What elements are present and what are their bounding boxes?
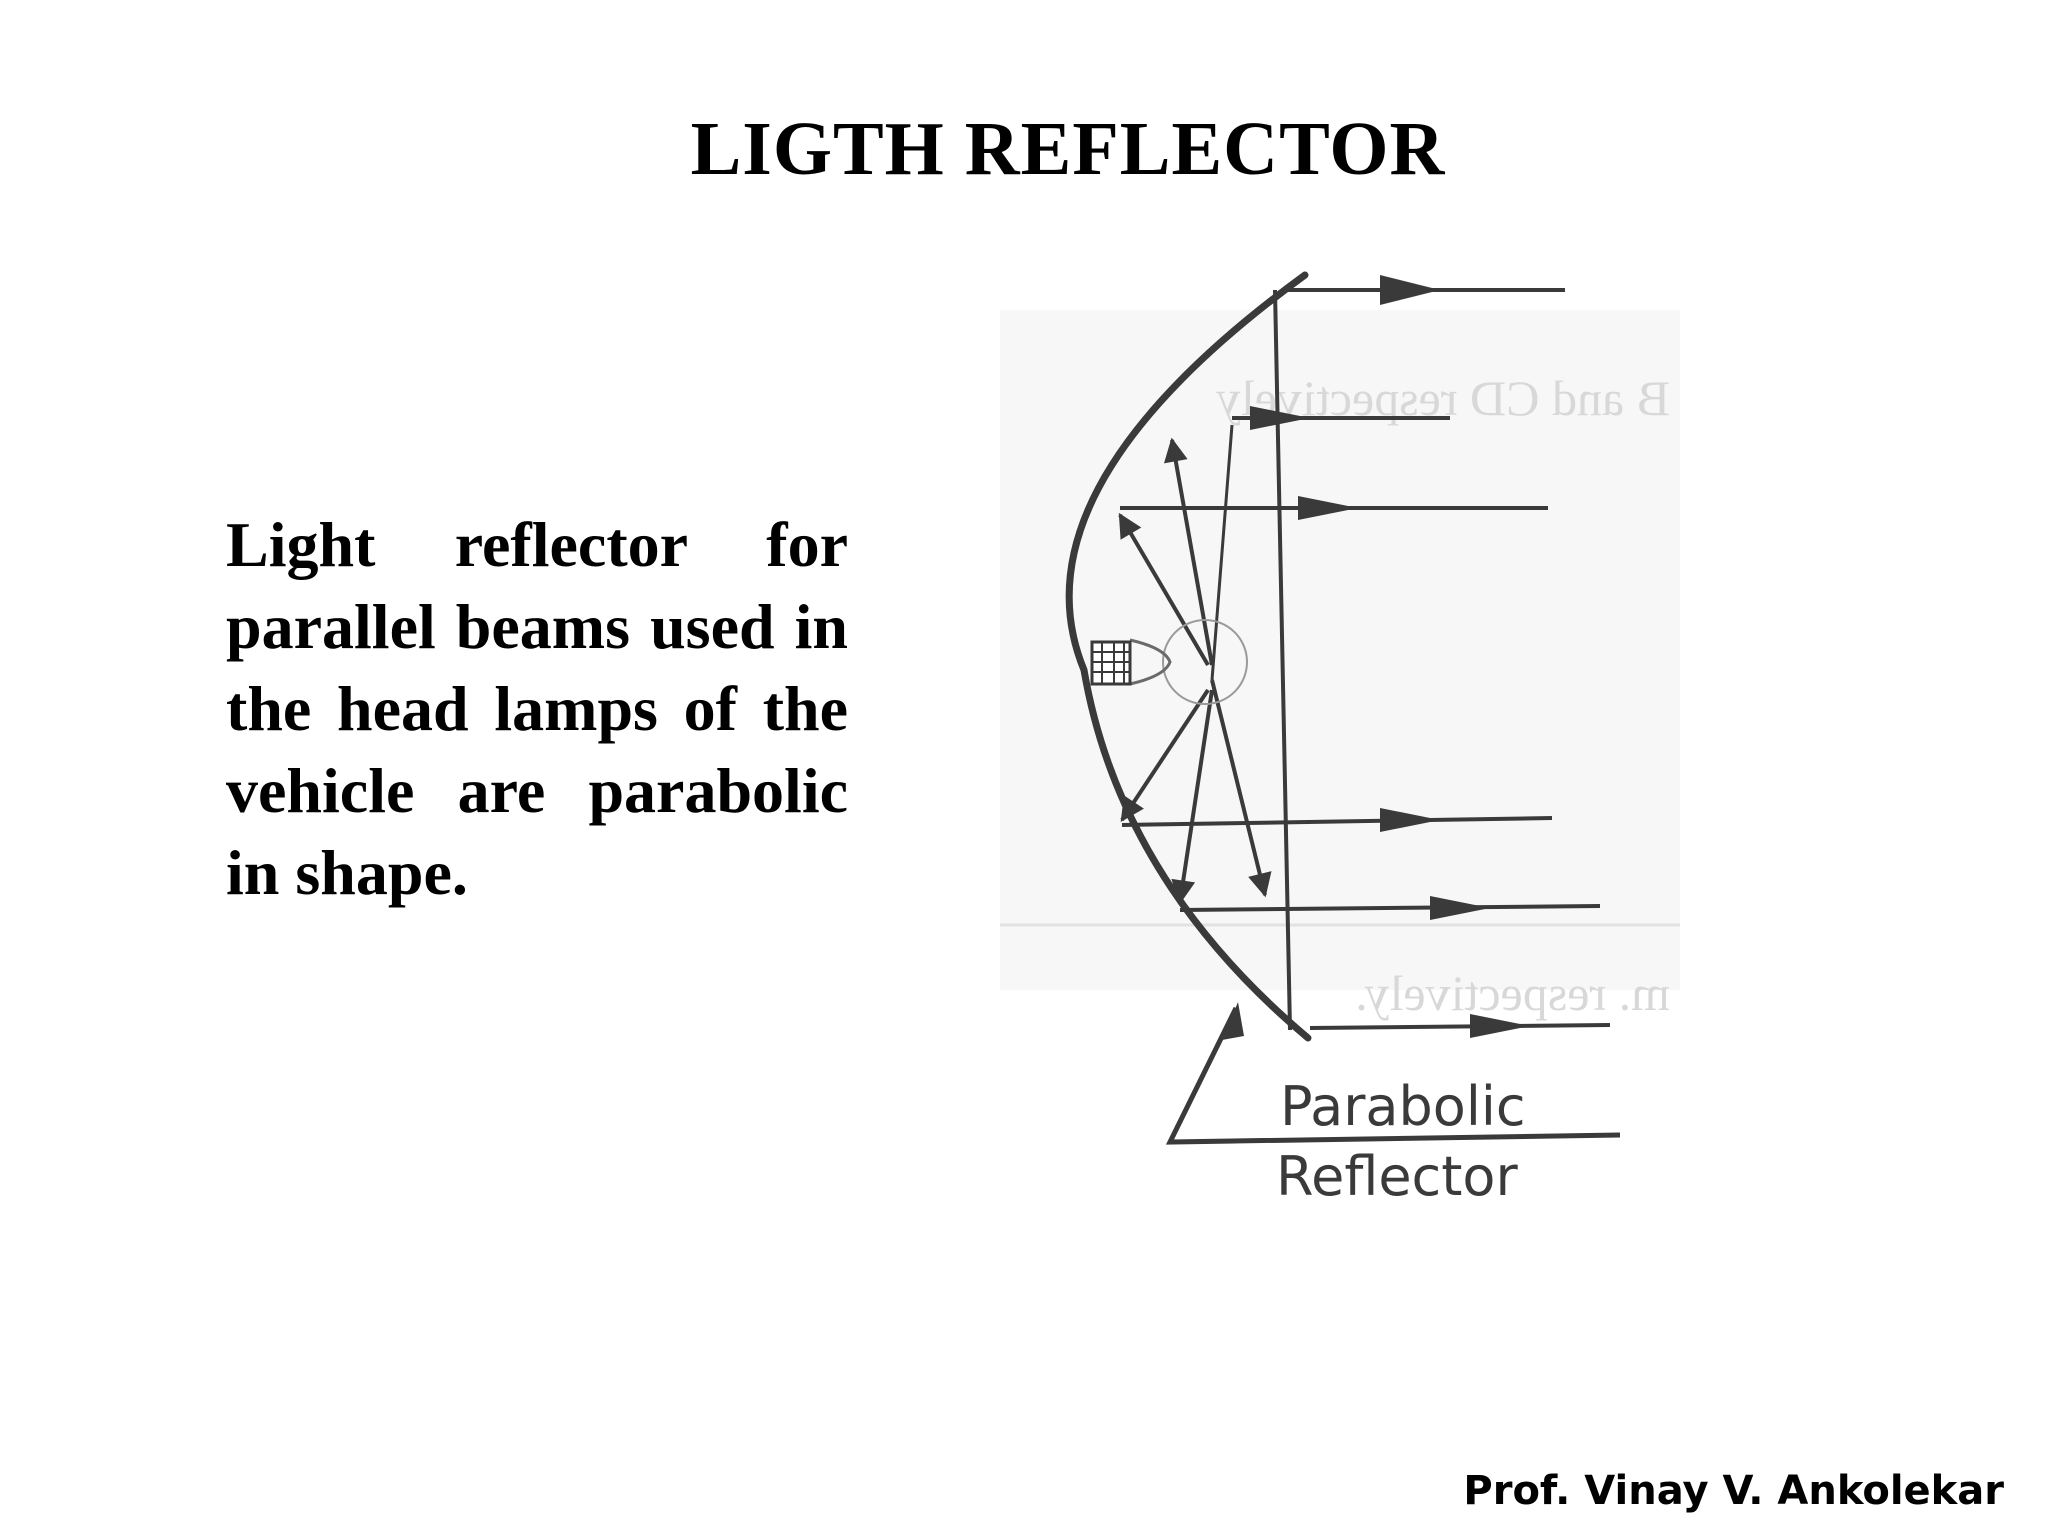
svg-text:m. respectively.: m. respectively. (1355, 965, 1670, 1021)
bulb-icon (1090, 619, 1248, 705)
ray-in-2 (1163, 437, 1214, 666)
ray-5 (1179, 904, 1601, 912)
ray-6-arrow (1470, 1014, 1530, 1038)
ray-1-arrow (1380, 275, 1440, 305)
slide-title: LIGTH REFLECTOR (690, 107, 1446, 191)
ray-in-6 (1210, 424, 1234, 681)
body-paragraph: Light reflector for parallel beams used … (226, 509, 848, 908)
parabolic-curve (1065, 271, 1312, 1042)
reflector-svg: B and CD respectively m. respectively. (1000, 271, 1680, 1208)
label-reflector: Reflector (1276, 1145, 1518, 1208)
ray-4-arrow (1380, 808, 1440, 832)
ray-3-arrow (1298, 496, 1358, 520)
ray-2-arrow (1250, 406, 1310, 430)
ray-6 (1309, 1023, 1611, 1030)
ray-in-5 (1210, 679, 1272, 898)
ghost-text-bottom: m. respectively. (1355, 965, 1670, 1021)
label-leader-arrow (1222, 1002, 1244, 1040)
ray-in-1 (1118, 512, 1210, 667)
label-leader-line (1165, 1006, 1621, 1145)
ray-5-arrow (1430, 896, 1490, 920)
ray-in-3 (1120, 688, 1210, 823)
ray-in-4 (1171, 689, 1214, 905)
parabolic-reflector-diagram: B and CD respectively m. respectively. (1000, 250, 1700, 1230)
label-parabolic: Parabolic (1280, 1075, 1526, 1138)
author-footer: Prof. Vinay V. Ankolekar (1463, 1468, 2004, 1514)
